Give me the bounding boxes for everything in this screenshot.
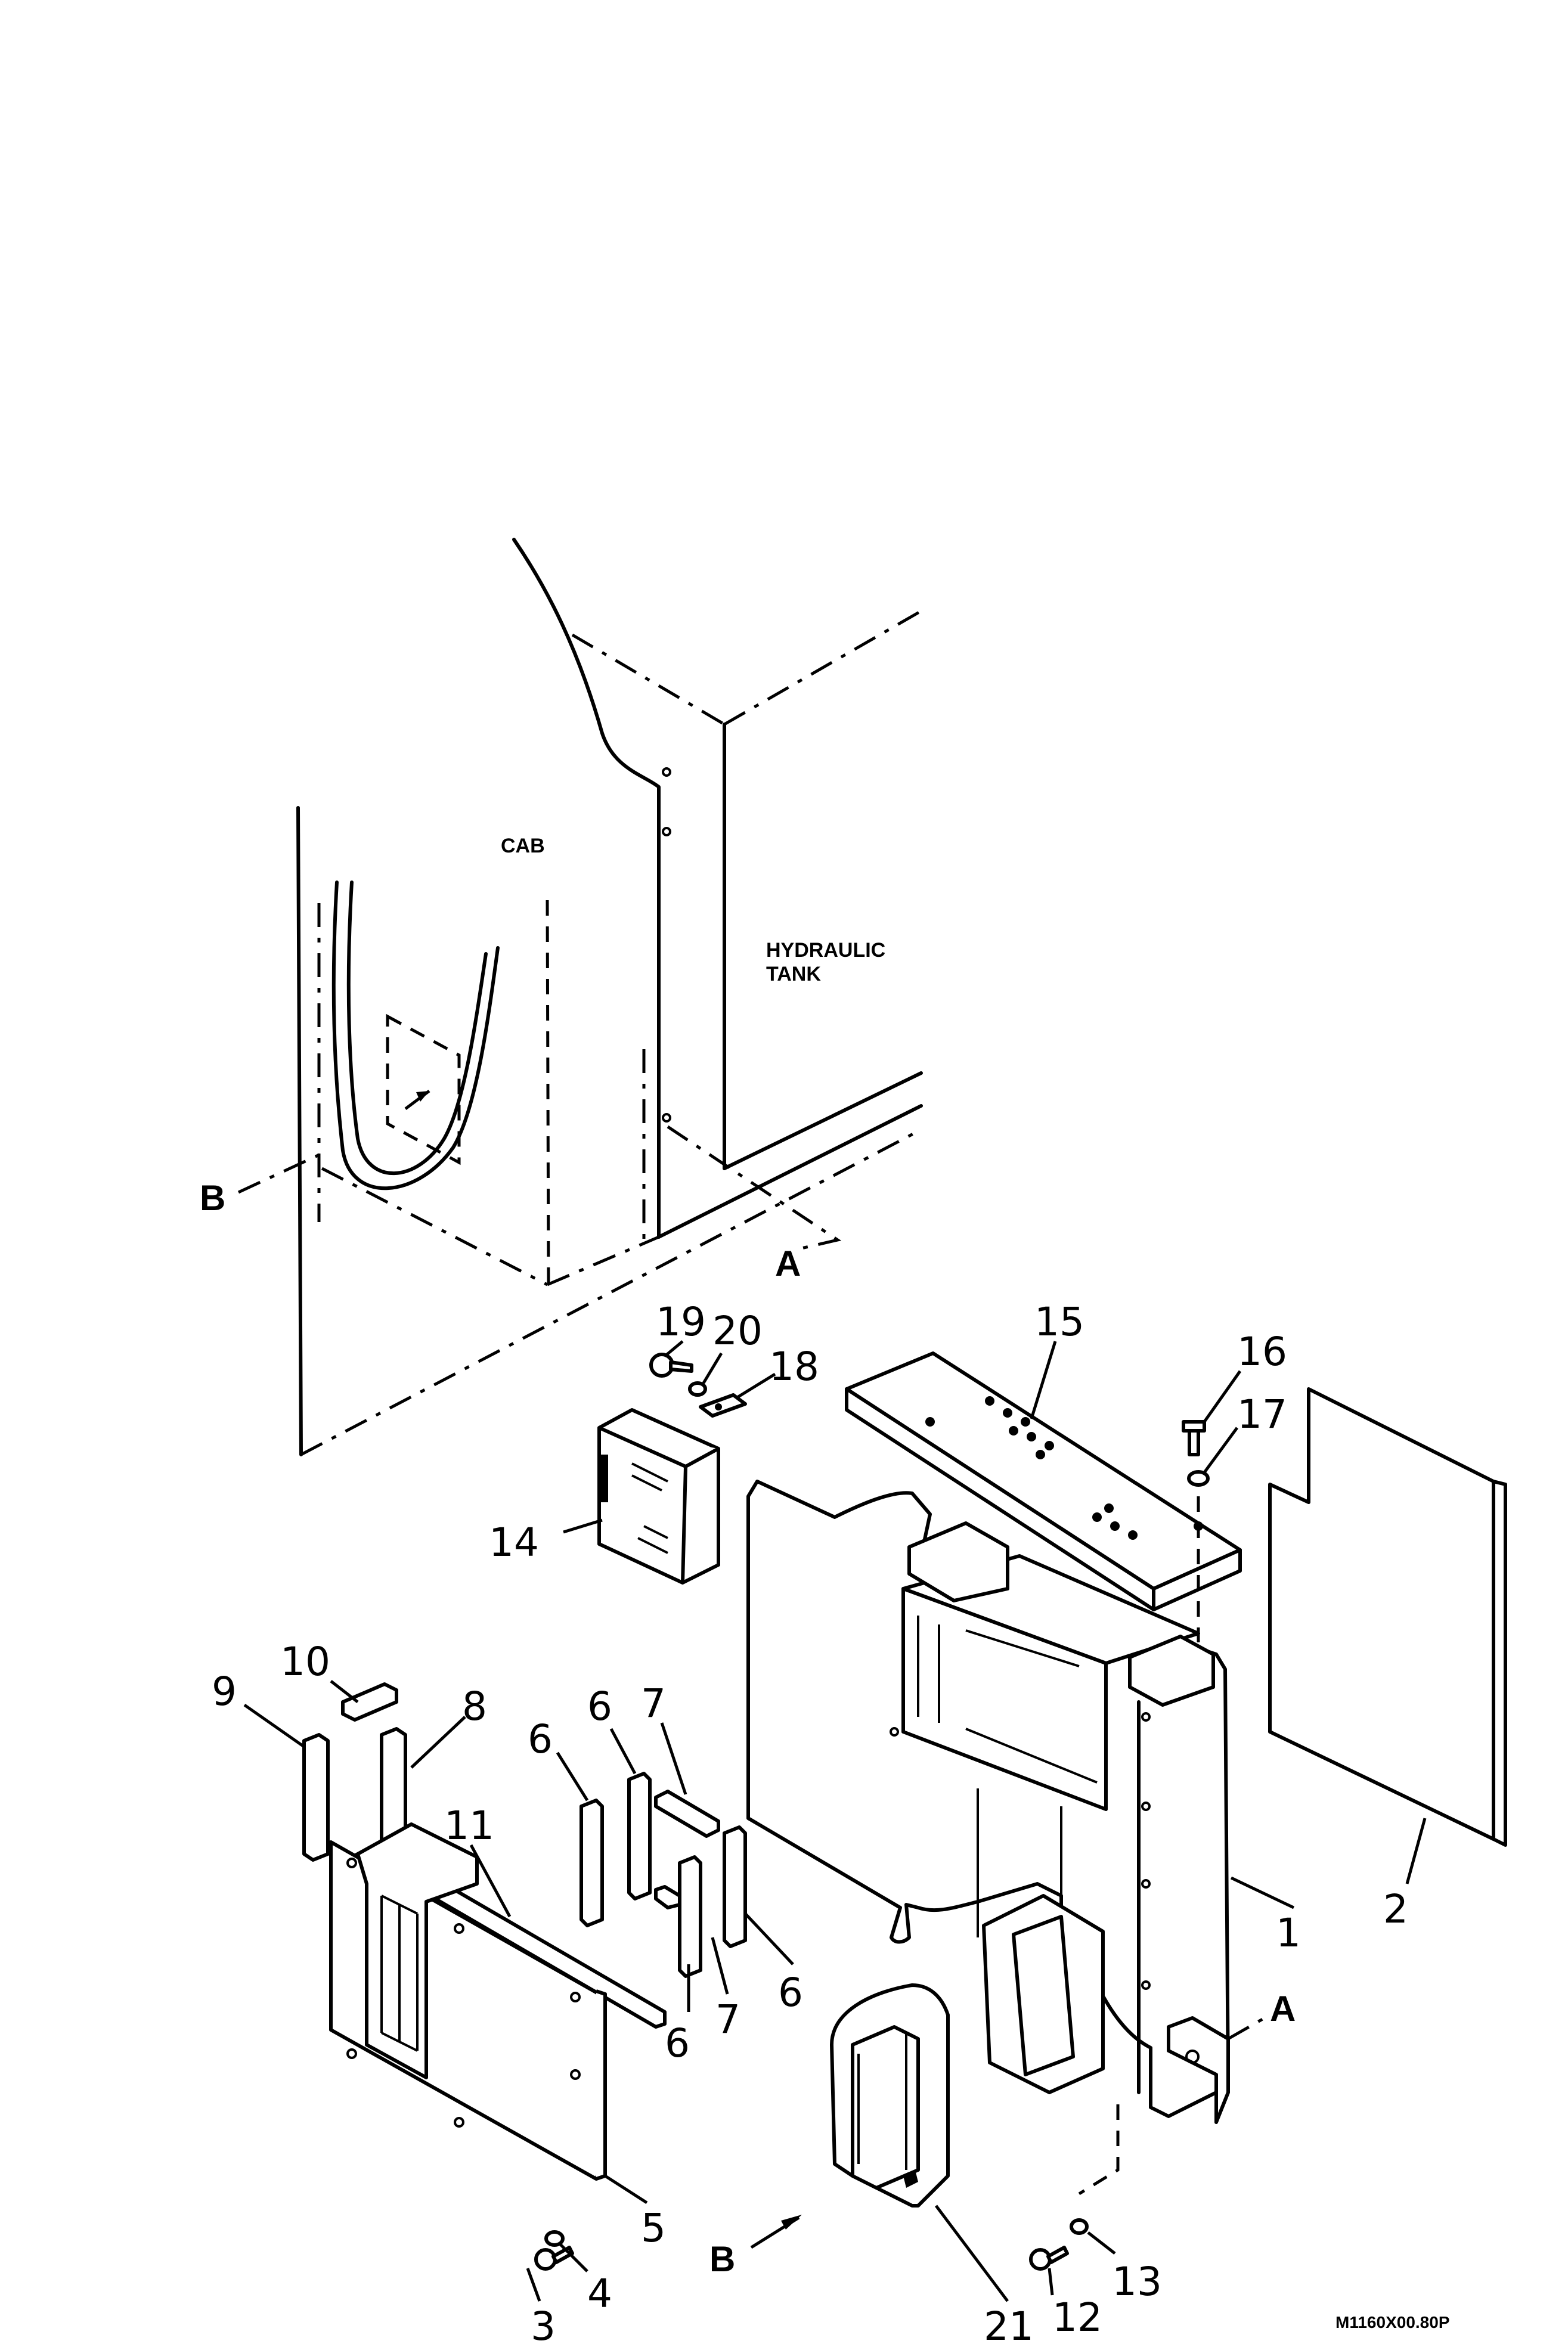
callout-12: 12 [1052, 2295, 1102, 2340]
view-a-marker-right: A [1270, 1989, 1296, 2029]
callout-7a: 7 [641, 1681, 666, 1726]
part-21-duct-cover: B [709, 1983, 950, 2279]
callout-4: 4 [587, 2271, 612, 2317]
part-20-washer [688, 1381, 707, 1397]
callout-6a: 6 [528, 1716, 553, 1762]
part-13-washer [1070, 2218, 1089, 2235]
callout-3: 3 [531, 2303, 556, 2347]
part-2-side-panel [1268, 1387, 1507, 1847]
view-b-marker-left: B [200, 1178, 225, 1218]
cab-label: CAB [501, 835, 545, 857]
callout-9: 9 [212, 1669, 237, 1714]
part-15-top-plate [845, 1351, 1242, 1611]
part-19-screw [649, 1353, 693, 1378]
callout-7b: 7 [715, 1996, 740, 2042]
part-4-washer [544, 2230, 565, 2247]
callout-8: 8 [462, 1683, 487, 1729]
part-9-bar [302, 1733, 330, 1862]
part-6-strip-a [580, 1799, 604, 1927]
part-10-block [341, 1682, 398, 1722]
callout-19: 19 [656, 1299, 706, 1345]
callout-numbers: 19 20 18 15 16 17 14 10 9 8 11 6 6 7 6 6… [212, 1299, 1408, 2347]
view-a-marker-top: A [775, 1244, 801, 1283]
part-1-main-housing: A [746, 1480, 1296, 2196]
part-18-plate [699, 1393, 747, 1418]
callout-6d: 6 [778, 1970, 803, 2016]
part-3-bolt [534, 2246, 574, 2271]
callout-11: 11 [444, 1803, 494, 1849]
callout-6c: 6 [665, 2020, 690, 2066]
part-14-controller-box [597, 1408, 720, 1585]
callout-6b: 6 [587, 1683, 612, 1729]
callout-20: 20 [712, 1308, 763, 1354]
hydraulic-tank-label-line2: TANK [766, 963, 821, 985]
part-5-front-panel [329, 1822, 607, 2181]
cab-and-tank-outline: CAB HYDRAULIC TANK B A [200, 538, 923, 1456]
callout-15: 15 [1034, 1299, 1084, 1345]
part-6-strip-b [627, 1772, 652, 1900]
callout-17: 17 [1237, 1391, 1287, 1437]
callout-18: 18 [769, 1344, 819, 1390]
callout-5: 5 [641, 2205, 666, 2251]
part-6-strip-c [678, 1855, 702, 1978]
callout-16: 16 [1237, 1329, 1287, 1375]
hydraulic-tank-label-line1: HYDRAULIC [766, 939, 885, 962]
part-17-washer [1187, 1470, 1210, 1487]
part-12-bolt [1029, 2246, 1069, 2271]
drawing-code: M1160X00.80P [1335, 2313, 1450, 2332]
part-7-strip-a [654, 1790, 720, 1838]
view-b-marker-bottom: B [709, 2239, 735, 2279]
part-7-strip-b [654, 1885, 681, 1909]
leader-lines [243, 1340, 1427, 2302]
callout-14: 14 [489, 1520, 539, 1565]
part-16-bolt [1182, 1420, 1206, 1456]
callout-10: 10 [280, 1639, 330, 1685]
callout-13: 13 [1112, 2259, 1162, 2305]
callout-2: 2 [1383, 1886, 1408, 1932]
callout-21: 21 [984, 2303, 1034, 2347]
callout-1: 1 [1276, 1910, 1301, 1956]
part-6-strip-d [723, 1825, 747, 1948]
